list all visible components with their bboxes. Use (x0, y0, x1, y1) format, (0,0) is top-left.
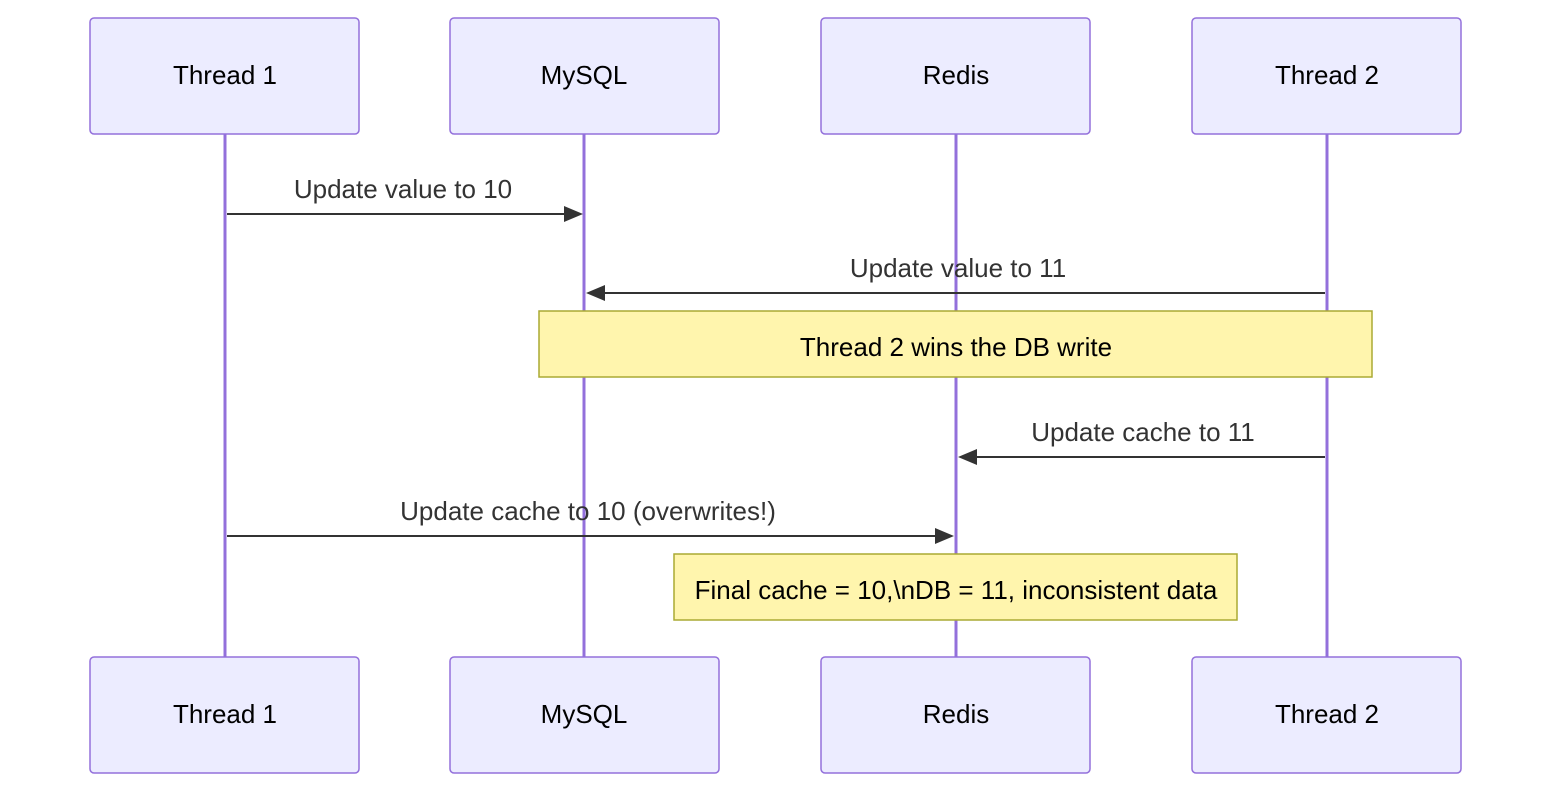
actor-label: Thread 2 (1275, 699, 1379, 729)
actor-top-redis: Redis (820, 17, 1091, 135)
actor-label: Thread 1 (173, 60, 277, 90)
actor-label: Redis (923, 60, 989, 90)
actor-bottom-thread-1: Thread 1 (89, 656, 360, 774)
actor-bottom-redis: Redis (820, 656, 1091, 774)
actor-top-thread-1: Thread 1 (89, 17, 360, 135)
message-label: Update cache to 10 (overwrites!) (400, 496, 776, 526)
note-db-write: Thread 2 wins the DB write (538, 310, 1373, 378)
actor-label: Redis (923, 699, 989, 729)
message-2: Update value to 11 (586, 253, 1325, 301)
note-label: Thread 2 wins the DB write (800, 332, 1112, 362)
note-label: Final cache = 10,\nDB = 11, inconsistent… (695, 575, 1218, 605)
arrowhead (935, 528, 954, 544)
actor-label: MySQL (541, 699, 628, 729)
message-label: Update value to 10 (294, 174, 512, 204)
arrowhead (564, 206, 583, 222)
actor-label: MySQL (541, 60, 628, 90)
actor-label: Thread 2 (1275, 60, 1379, 90)
actor-top-mysql: MySQL (449, 17, 720, 135)
arrowhead (958, 449, 977, 465)
actor-bottom-mysql: MySQL (449, 656, 720, 774)
actor-top-thread-2: Thread 2 (1191, 17, 1462, 135)
actor-bottom-thread-2: Thread 2 (1191, 656, 1462, 774)
message-1: Update value to 10 (227, 174, 583, 222)
message-4: Update cache to 10 (overwrites!) (227, 496, 954, 544)
message-3: Update cache to 11 (958, 417, 1325, 465)
note-inconsistent: Final cache = 10,\nDB = 11, inconsistent… (673, 553, 1238, 621)
arrowhead (586, 285, 605, 301)
message-label: Update value to 11 (850, 253, 1066, 283)
message-label: Update cache to 11 (1031, 417, 1255, 447)
actor-label: Thread 1 (173, 699, 277, 729)
